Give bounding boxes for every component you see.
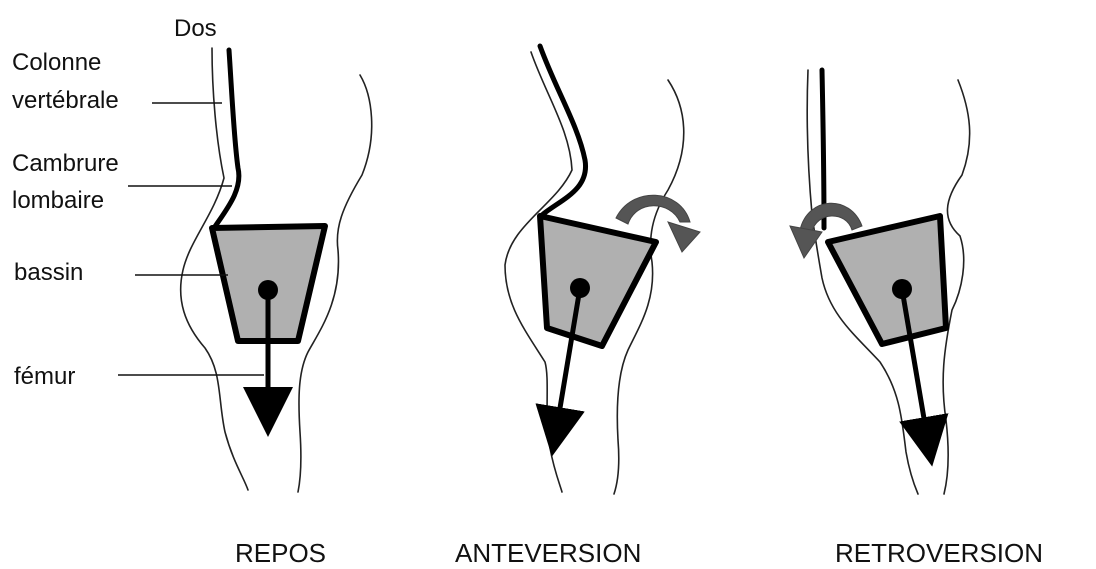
label-colonne-line1: Colonne — [12, 49, 101, 76]
label-femur: fémur — [14, 363, 75, 390]
caption-repos: REPOS — [235, 538, 326, 568]
hip-joint — [892, 279, 912, 299]
label-cambrure-line1: Cambrure — [12, 150, 119, 177]
label-dos: Dos — [174, 15, 217, 42]
caption-retroversion: RETROVERSION — [835, 538, 1043, 568]
hip-joint — [570, 278, 590, 298]
panel-anteversion — [505, 46, 700, 494]
label-cambrure-line2: lombaire — [12, 187, 104, 214]
panel-repos — [118, 48, 372, 492]
caption-anteversion: ANTEVERSION — [455, 538, 641, 568]
label-colonne-line2: vertébrale — [12, 87, 119, 114]
label-bassin: bassin — [14, 259, 83, 286]
front-outline — [943, 80, 970, 494]
hip-joint — [258, 280, 278, 300]
panel-retroversion — [790, 70, 970, 494]
